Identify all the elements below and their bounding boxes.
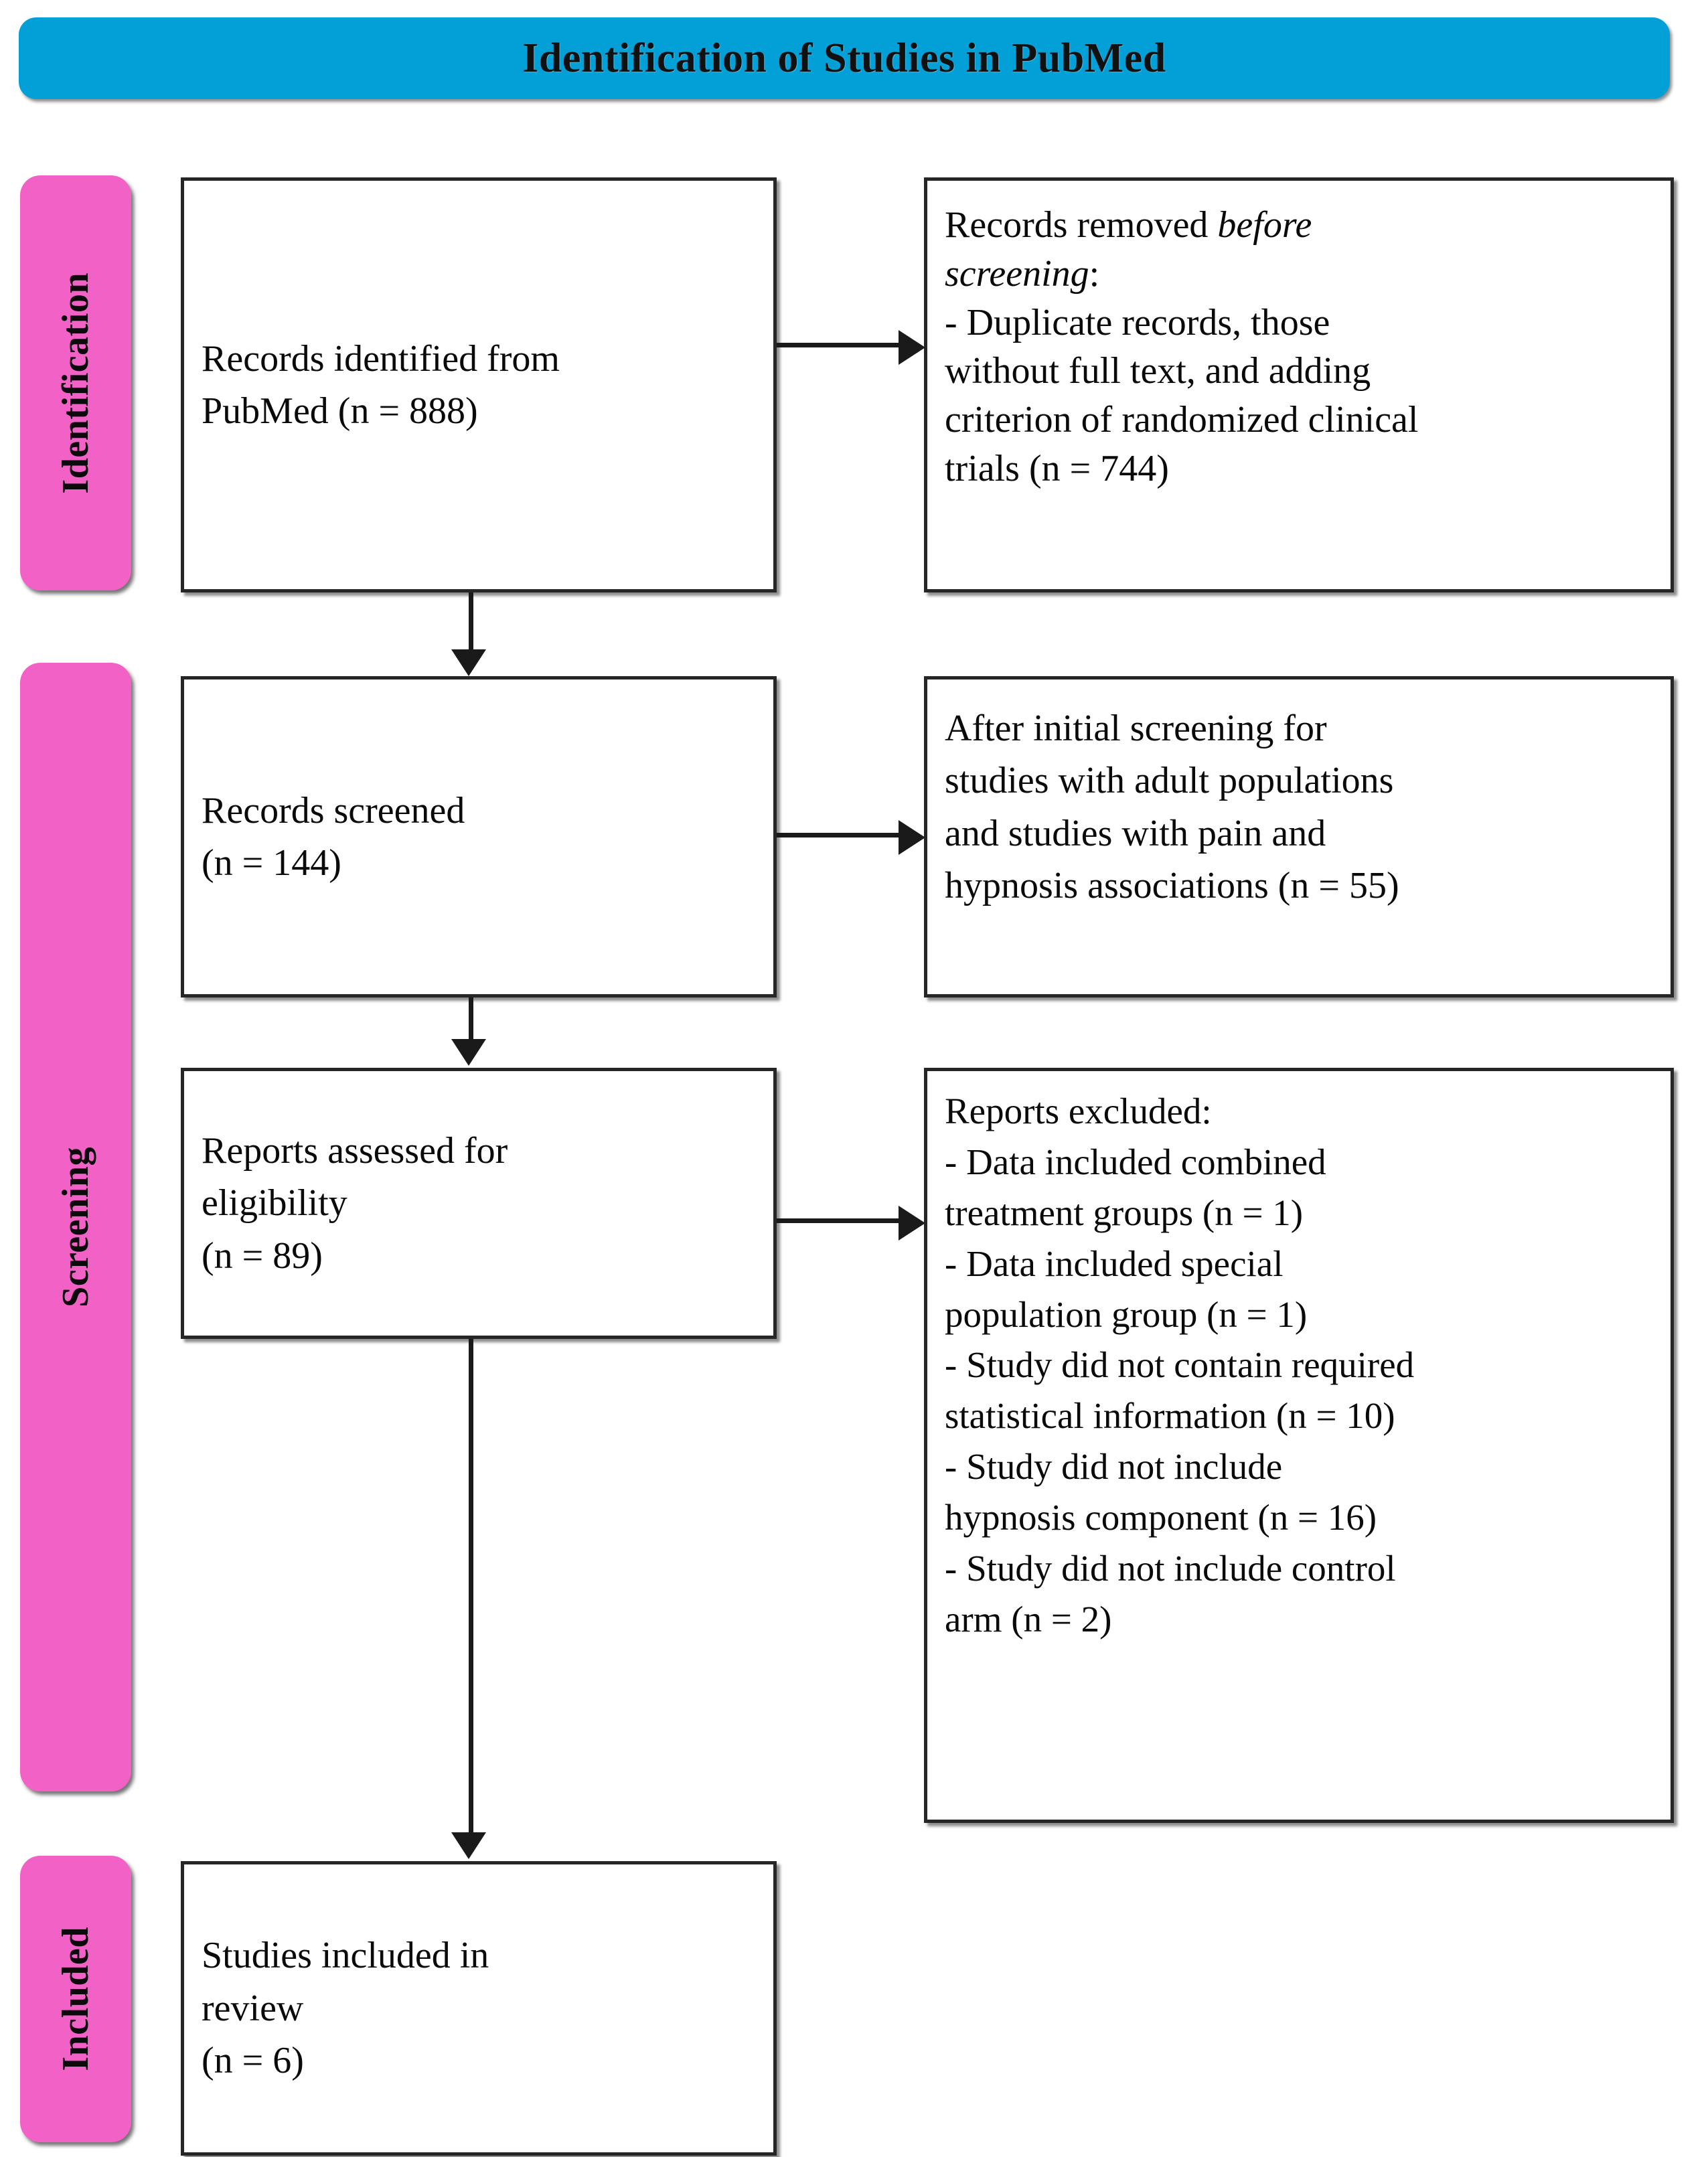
connector-identified-to-screened [469,592,473,653]
box-reports-assessed-eligibility: Reports assessed for eligibility (n = 89… [181,1068,777,1339]
box-studies-included-line1: Studies included in [202,1935,489,1977]
box-reports-excluded-line6: - Study did not contain required [945,1344,1415,1386]
connector-identified-to-removed [777,343,901,347]
box-after-initial-screening-line2: studies with adult populations [945,760,1394,802]
records-removed-emph-screening: screening [945,252,1089,295]
arrowhead-down-icon [451,1039,486,1066]
box-records-removed-line6: trials (n = 744) [945,447,1169,489]
box-reports-assessed-line2: eligibility [202,1182,347,1224]
page-title: Identification of Studies in PubMed [522,35,1166,81]
arrowhead-right-icon [899,330,925,365]
connector-eligibility-to-included [469,1339,473,1834]
stage-label-included: Included [20,1856,131,2142]
connector-screened-to-after-screening [777,833,901,837]
box-reports-excluded-line3: treatment groups (n = 1) [945,1192,1304,1233]
connector-eligibility-to-excluded [777,1218,901,1223]
box-reports-assessed-line3: (n = 89) [202,1234,323,1277]
box-reports-excluded-line11: arm (n = 2) [945,1598,1112,1640]
stage-label-screening: Screening [20,663,131,1791]
box-reports-excluded-line10: - Study did not include control [945,1548,1396,1589]
connector-screened-to-eligibility [469,997,473,1042]
box-reports-excluded-line4: - Data included special [945,1243,1284,1284]
box-reports-excluded-line2: - Data included combined [945,1141,1326,1182]
box-reports-excluded-line9: hypnosis component (n = 16) [945,1497,1377,1538]
box-after-initial-screening: After initial screening for studies with… [924,676,1674,997]
box-after-initial-screening-line3: and studies with pain and [945,812,1326,854]
box-records-screened: Records screened (n = 144) [181,676,777,997]
arrowhead-down-icon [451,1832,486,1859]
stage-label-screening-text: Screening [55,1147,96,1307]
box-reports-excluded-line1: Reports excluded: [945,1091,1212,1131]
arrowhead-right-icon [899,1206,925,1241]
box-studies-included-line2: review [202,1987,304,2029]
box-reports-excluded: Reports excluded: - Data included combin… [924,1068,1674,1823]
stage-label-included-text: Included [55,1927,96,2071]
box-records-removed-line5: criterion of randomized clinical [945,399,1419,441]
diagram-title-banner: Identification of Studies in PubMed [19,17,1670,99]
box-records-removed-line3: - Duplicate records, those [945,301,1330,343]
box-after-initial-screening-line4: hypnosis associations (n = 55) [945,865,1399,907]
stage-label-identification-text: Identification [55,272,96,494]
records-removed-prefix: Records removed [945,204,1218,246]
box-records-identified: Records identified from PubMed (n = 888) [181,177,777,592]
box-records-removed-line1: Records removed before [945,201,1653,250]
arrowhead-down-icon [451,649,486,676]
records-removed-colon: : [1089,252,1100,295]
records-removed-emph-before: before [1217,204,1312,246]
box-records-screened-line2: (n = 144) [202,842,341,884]
box-after-initial-screening-line1: After initial screening for [945,708,1327,749]
box-studies-included-line3: (n = 6) [202,2040,304,2082]
box-records-screened-line1: Records screened [202,789,465,831]
box-reports-excluded-line7: statistical information (n = 10) [945,1395,1395,1437]
box-records-removed: Records removed before screening: - Dupl… [924,177,1674,592]
box-studies-included: Studies included in review (n = 6) [181,1861,777,2156]
box-reports-excluded-line8: - Study did not include [945,1446,1283,1488]
box-records-identified-line1: Records identified from [202,337,560,380]
box-records-removed-line4: without full text, and adding [945,350,1371,392]
box-reports-excluded-line5: population group (n = 1) [945,1293,1308,1335]
box-reports-assessed-line1: Reports assessed for [202,1129,508,1172]
stage-label-identification: Identification [20,175,131,590]
arrowhead-right-icon [899,820,925,855]
box-records-removed-line2: screening: [945,250,1653,299]
box-records-identified-line2: PubMed (n = 888) [202,390,478,432]
